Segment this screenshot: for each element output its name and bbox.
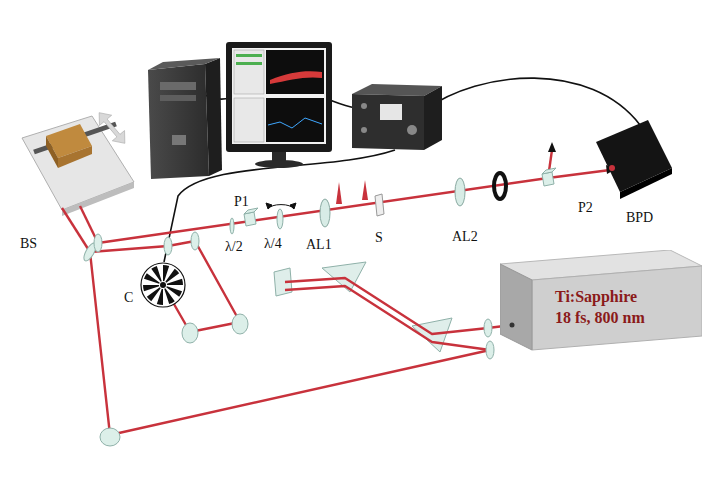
monitor [270,71,322,84]
delay-stage [93,108,131,149]
chopper-blade [167,279,183,285]
computer-tower [160,82,196,90]
lock-in-amplifier [424,86,442,150]
waveplate [230,218,234,234]
lock-in-amplifier [361,127,367,133]
mirror [100,428,120,446]
part-label: λ/4 [264,236,282,252]
part-label: AL2 [452,229,478,245]
delay-stage [58,146,92,168]
laser-beam [285,286,490,350]
photodetector [609,165,615,171]
computer-tower [148,64,209,179]
monitor [232,48,326,144]
mirror [232,314,248,334]
delay-stage [46,136,58,168]
monitor [234,98,264,142]
chopper-blade [164,288,175,304]
laser-beam [62,150,610,435]
iris [494,173,506,199]
pulse [362,180,368,200]
part-label: P1 [234,194,249,210]
cable [425,78,640,125]
pulse [336,180,368,204]
cable [164,78,640,262]
mirror [82,232,494,446]
mirror [484,319,492,337]
chopper-blade [151,266,162,282]
laser-beam [90,252,490,435]
part-label: λ/2 [225,239,243,255]
lens [320,178,465,227]
photodetector [620,168,672,199]
computer-tower [172,135,186,145]
chopper [160,282,166,288]
pulse [336,182,342,204]
laser-beam [62,208,90,252]
delay-stage [22,116,134,210]
waveplate [277,209,283,229]
polarizer [244,168,556,226]
sample [375,194,384,216]
sample [375,194,384,216]
monitor [226,42,332,168]
delay-stage [22,108,134,216]
chopper [141,263,185,307]
lock-in-amplifier [352,84,442,150]
computer-tower [160,95,196,101]
iris [494,173,506,199]
monitor [236,54,262,57]
monitor [226,42,332,152]
mirror [182,323,198,343]
beam-arrow [548,142,556,152]
mirror [191,232,199,250]
part-label: BS [20,236,37,252]
rotation-arrow [290,203,296,209]
polarizer [542,168,556,174]
waveplate [230,209,283,234]
photodetector [596,120,672,192]
laser-beam [90,241,240,332]
laser-box: Ti:Sapphire18 fs, 800 nm [500,250,702,354]
laser-housing [500,264,532,350]
lock-in-amplifier [380,104,402,120]
part-label: C [124,290,133,306]
lens [455,178,465,206]
laser-beam [98,170,610,243]
photodetector [596,120,672,199]
mirror [94,234,102,252]
laser-label: 18 fs, 800 nm [555,307,645,328]
lock-in-amplifier [361,103,367,109]
part-label: BPD [626,210,653,226]
chopper-blade [143,285,159,291]
laser-beam [285,278,512,334]
lock-in-amplifier [352,94,424,150]
monitor [255,160,303,168]
computer-tower [205,58,222,176]
rotation-arrow [266,203,296,209]
lens [320,199,330,227]
monitor [268,118,322,128]
chopper [141,263,185,307]
monitor [236,62,262,65]
monitor [234,50,264,94]
chopper [143,265,183,305]
lock-in-amplifier [407,125,417,135]
part-label: S [375,230,383,246]
delay-stage [62,182,134,216]
computer-tower [148,58,222,179]
mirror [486,341,494,359]
part-label: P2 [578,200,593,216]
laser-housing [532,266,702,350]
part-label: AL1 [306,237,332,253]
rotation-arrow [266,203,272,209]
mirror [164,237,172,255]
laser-label: Ti:Sapphire [555,286,637,307]
computer-tower [148,58,220,70]
laser-housing [510,323,515,328]
monitor [266,50,324,94]
monitor [266,98,324,142]
